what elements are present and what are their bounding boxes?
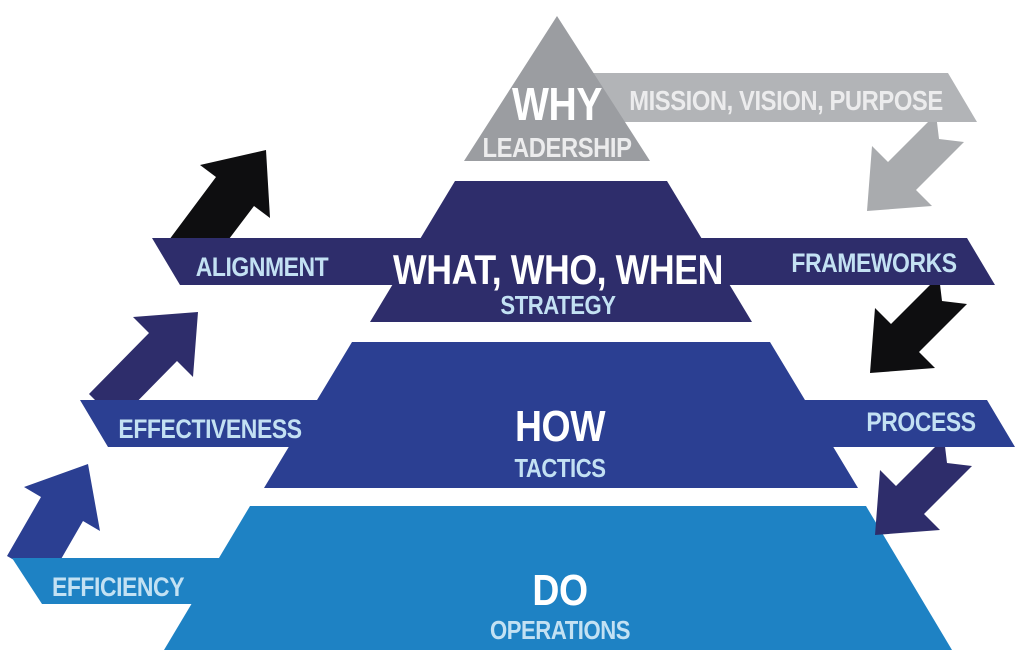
tactics-label: TACTICS [514, 454, 605, 483]
why-label: WHY [512, 79, 602, 131]
down-left-arrow-frameworks-icon [870, 276, 967, 373]
down-left-arrow-process-icon [875, 438, 972, 535]
effectiveness-process-band [80, 400, 1015, 447]
effectiveness-label: EFFECTIVENESS [118, 414, 301, 444]
alignment-frameworks-band [152, 238, 995, 285]
do-label: DO [532, 565, 587, 615]
what-who-when-label: WHAT, WHO, WHEN [393, 247, 723, 293]
up-right-arrow-efficiency-icon [7, 464, 100, 580]
frameworks-label: FRAMEWORKS [791, 248, 956, 278]
strategy-label: STRATEGY [500, 291, 616, 320]
efficiency-band [12, 558, 520, 604]
operations-label: OPERATIONS [490, 616, 630, 645]
mission-vision-purpose-label: MISSION, VISION, PURPOSE [629, 84, 943, 116]
process-label: PROCESS [866, 407, 975, 437]
up-right-arrow-effectiveness-icon [89, 312, 198, 422]
down-left-arrow-mission-icon [867, 114, 964, 211]
leadership-label: LEADERSHIP [482, 131, 631, 163]
alignment-label: ALIGNMENT [196, 252, 330, 282]
operations-trapezoid [164, 506, 952, 650]
how-label: HOW [515, 401, 606, 451]
leadership-triangle [464, 16, 650, 161]
mission-band [560, 73, 977, 122]
efficiency-label: EFFICIENCY [52, 572, 185, 602]
